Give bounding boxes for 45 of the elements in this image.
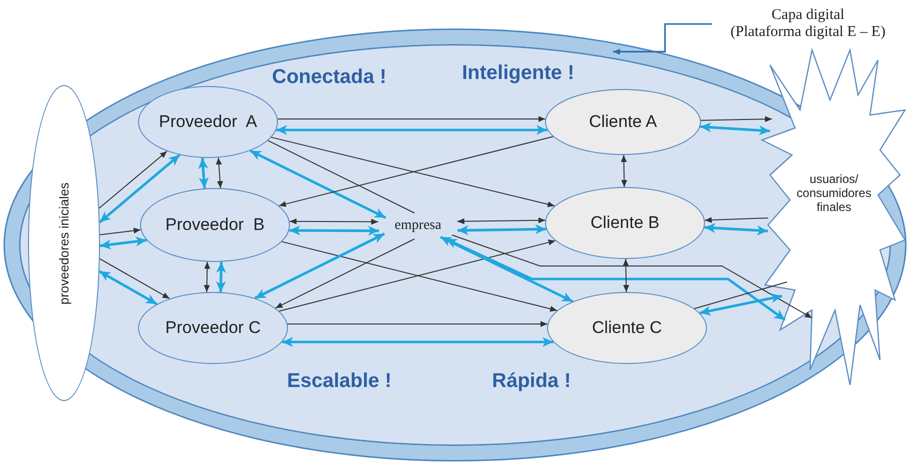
arrow <box>704 216 768 223</box>
arrow <box>276 125 548 135</box>
arrow <box>98 150 168 209</box>
arrow <box>100 228 142 236</box>
node-label: empresa <box>376 213 460 239</box>
caption-text: Capa digital <box>772 7 844 24</box>
slogan-text: Escalable ! <box>287 370 392 393</box>
node-label: Proveedor B <box>165 215 265 235</box>
arrow <box>275 238 415 309</box>
arrow <box>100 236 147 250</box>
arrow <box>254 232 385 300</box>
arrow <box>620 154 628 188</box>
slogan-text: Rápida ! <box>492 370 571 393</box>
arrow <box>699 293 782 316</box>
node-label: Proveedor C <box>165 318 261 338</box>
arrow <box>287 321 548 327</box>
arrow <box>700 122 770 136</box>
arrow <box>216 157 223 189</box>
arrow <box>456 217 546 224</box>
arrow <box>198 158 209 188</box>
slogan-text: Inteligente ! <box>462 62 574 85</box>
arrow <box>277 116 546 122</box>
arrow <box>99 258 170 300</box>
arrow <box>704 223 768 236</box>
arrow <box>98 270 158 306</box>
arrow <box>204 261 210 293</box>
slogan-text: Conectada ! <box>272 66 386 89</box>
arrow <box>216 262 226 292</box>
arrow <box>282 337 554 347</box>
arrow <box>289 218 379 225</box>
arrow <box>622 258 630 292</box>
node-label: Cliente A <box>588 112 658 132</box>
caption-text: (Plataforma digital E – E) <box>730 24 886 41</box>
node-label: Cliente B <box>590 213 660 233</box>
arrow <box>440 236 574 303</box>
node-label: proveedores iniciales <box>56 182 72 304</box>
arrow <box>700 116 772 122</box>
node-label: Proveedor A <box>158 112 258 132</box>
arrow <box>98 154 181 224</box>
node-label: usuarios/ consumidores finales <box>796 172 872 214</box>
arrow <box>457 224 546 236</box>
arrow <box>289 225 379 236</box>
node-label: Cliente C <box>592 318 662 338</box>
leader-line <box>613 23 712 55</box>
arrow <box>250 150 386 219</box>
